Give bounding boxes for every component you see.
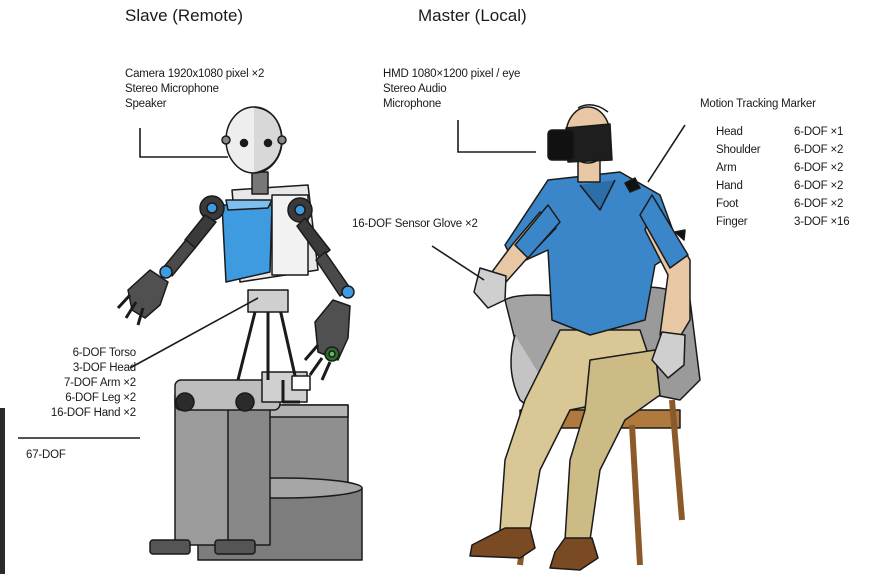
tracking-row: Finger 3-DOF ×16 — [716, 213, 850, 231]
master-title: Master (Local) — [418, 6, 527, 25]
tracking-row: Arm 6-DOF ×2 — [716, 159, 849, 177]
dof-item-arm: 7-DOF Arm ×2 — [63, 377, 136, 389]
slave-title: Slave (Remote) — [125, 6, 244, 25]
callout-lines — [18, 120, 686, 439]
tracking-row: Head 6-DOF ×1 — [716, 123, 849, 141]
tracking-row: Hand 6-DOF ×2 — [716, 177, 849, 195]
master-device-audio: Stereo Audio — [383, 83, 447, 95]
tracking-callout-line — [647, 124, 686, 183]
dof-item-torso: 6-DOF Torso — [72, 347, 137, 359]
tracking-spec: 6-DOF ×2 — [794, 180, 844, 192]
tracking-spec: 6-DOF ×2 — [794, 162, 844, 174]
tracking-part: Finger — [716, 216, 748, 228]
tracking-spec: 3-DOF ×16 — [794, 216, 850, 228]
master-device-list: HMD 1080×1200 pixel / eye Stereo Audio M… — [383, 67, 520, 112]
robot-dof-list: 6-DOF Torso 3-DOF Head 7-DOF Arm ×2 6-DO… — [18, 346, 136, 421]
tracking-table: Head 6-DOF ×1 Shoulder 6-DOF ×2 Arm 6-DOF ×… — [716, 123, 850, 231]
tracking-spec: 6-DOF ×1 — [794, 126, 844, 138]
camera-callout-line — [139, 128, 228, 158]
master-device-microphone: Microphone — [383, 98, 442, 110]
dof-total: 67-DOF — [26, 449, 66, 461]
slave-sensor-microphone: Stereo Microphone — [125, 83, 219, 95]
human-operator-illustration — [469, 104, 701, 571]
dof-callout-line — [129, 297, 259, 369]
tracking-row: Foot 6-DOF ×2 — [716, 195, 849, 213]
tracking-part: Foot — [716, 198, 739, 210]
tracking-part: Shoulder — [716, 144, 761, 156]
slave-sensor-list: Camera 1920x1080 pixel ×2 Stereo Microph… — [125, 67, 264, 112]
tracking-part: Hand — [716, 180, 743, 192]
sensor-glove-label: 16-DOF Sensor Glove ×2 — [352, 218, 478, 230]
slave-sensor-camera: Camera 1920x1080 pixel ×2 — [125, 68, 265, 80]
tracking-part: Head — [716, 126, 743, 138]
dof-item-leg: 6-DOF Leg ×2 — [65, 392, 136, 404]
tracking-title: Motion Tracking Marker — [700, 98, 816, 110]
slave-sensor-speaker: Speaker — [125, 98, 167, 110]
humanoid-robot-illustration — [116, 106, 363, 561]
dof-item-hand: 16-DOF Hand ×2 — [50, 407, 136, 419]
left-edge-strip — [0, 408, 5, 574]
dof-item-head: 3-DOF Head — [72, 362, 136, 374]
tracking-spec: 6-DOF ×2 — [794, 144, 844, 156]
master-device-hmd: HMD 1080×1200 pixel / eye — [383, 68, 521, 80]
glove-callout-line — [431, 245, 485, 281]
tracking-spec: 6-DOF ×2 — [794, 198, 844, 210]
hmd-callout-line — [457, 120, 536, 153]
tracking-part: Arm — [716, 162, 737, 174]
tracking-row: Shoulder 6-DOF ×2 — [716, 141, 849, 159]
